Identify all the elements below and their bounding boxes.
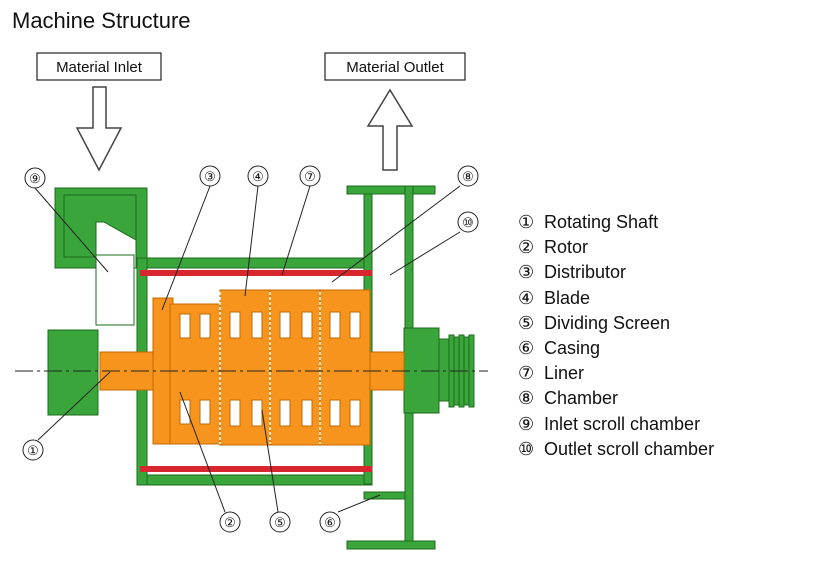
dividing-screens bbox=[219, 292, 321, 444]
inlet-arrow bbox=[75, 86, 123, 172]
svg-text:⑧: ⑧ bbox=[462, 169, 474, 184]
callout-1: ① bbox=[22, 439, 44, 461]
callout-4: ④ bbox=[247, 165, 269, 187]
callout-5: ⑤ bbox=[269, 511, 291, 533]
svg-text:⑦: ⑦ bbox=[304, 169, 316, 184]
svg-text:②: ② bbox=[224, 515, 236, 530]
svg-text:⑥: ⑥ bbox=[324, 515, 336, 530]
outlet-label-box bbox=[324, 52, 466, 81]
callout-3: ③ bbox=[199, 165, 221, 187]
svg-text:①: ① bbox=[27, 443, 39, 458]
liner-top bbox=[140, 270, 372, 276]
inlet-scroll-chamber bbox=[54, 187, 148, 326]
callout-8: ⑧ bbox=[457, 165, 479, 187]
svg-text:④: ④ bbox=[252, 169, 264, 184]
svg-text:③: ③ bbox=[204, 169, 216, 184]
svg-text:⑤: ⑤ bbox=[274, 515, 286, 530]
liner-bottom bbox=[140, 466, 372, 472]
callout-6: ⑥ bbox=[319, 511, 341, 533]
svg-text:⑨: ⑨ bbox=[29, 171, 41, 186]
callouts: ⑨ ③ ④ ⑦ ⑧ ⑩ ① ② ⑤ ⑥ bbox=[22, 165, 479, 533]
inlet-label-box bbox=[36, 52, 162, 81]
svg-text:⑩: ⑩ bbox=[462, 215, 474, 230]
inlet-label: Material Inlet bbox=[56, 59, 143, 76]
outlet-label: Material Outlet bbox=[346, 59, 444, 76]
callout-2: ② bbox=[219, 511, 241, 533]
callout-10: ⑩ bbox=[457, 211, 479, 233]
leader-lines bbox=[34, 185, 461, 513]
rotor bbox=[152, 289, 371, 446]
blade-slots bbox=[179, 311, 361, 427]
outlet-arrow bbox=[366, 88, 414, 171]
callout-7: ⑦ bbox=[299, 165, 321, 187]
page-title: Machine Structure bbox=[12, 8, 191, 33]
left-bearing-housing bbox=[47, 329, 99, 416]
callout-9: ⑨ bbox=[24, 167, 46, 189]
